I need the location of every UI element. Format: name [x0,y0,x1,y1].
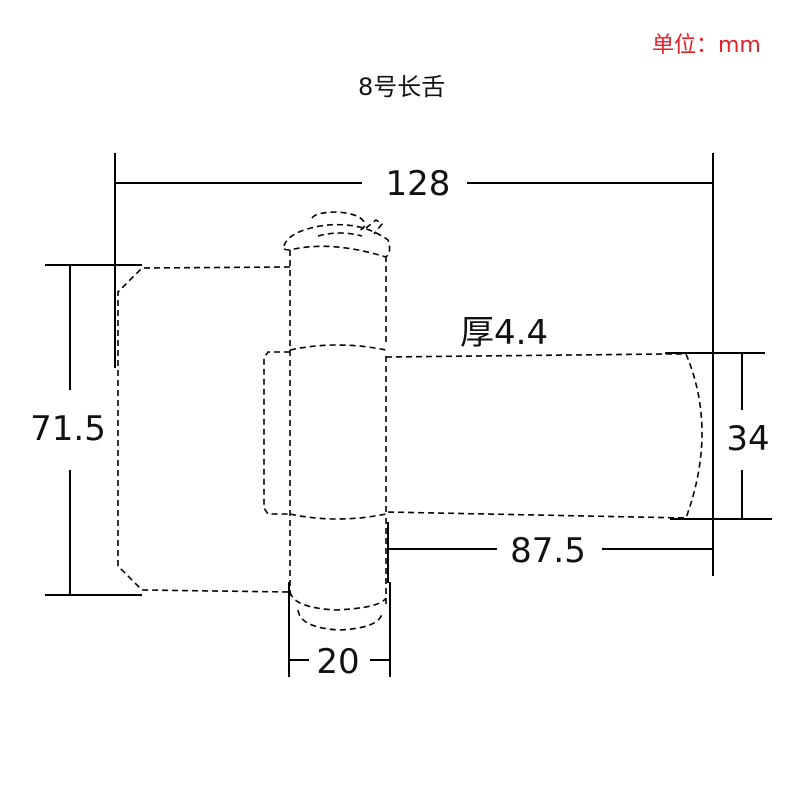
dimension-plate-height: 71.5 [30,409,106,449]
barrel-bottom-band [289,591,387,611]
dimension-tongue-length: 87.5 [510,531,586,571]
drawing-title: 8号长舌 [358,73,446,101]
barrel-band-bottom [289,513,387,520]
barrel-top-tab [365,219,384,235]
left-plate-outline [117,266,291,593]
barrel-top-inner [317,232,363,237]
barrel-bottom-cap [297,609,383,631]
barrel-top-pin [311,211,366,231]
dimension-barrel-width: 20 [316,642,359,682]
barrel-band-top [289,344,387,351]
unit-label: 单位：mm [652,33,761,58]
barrel-top-cap [282,223,391,258]
long-tongue-outline [385,353,703,519]
knuckle-tab [263,351,290,515]
thickness-label: 厚4.4 [460,313,548,353]
dimension-tongue-width: 34 [726,419,769,459]
dimension-overall-width: 128 [386,164,451,204]
